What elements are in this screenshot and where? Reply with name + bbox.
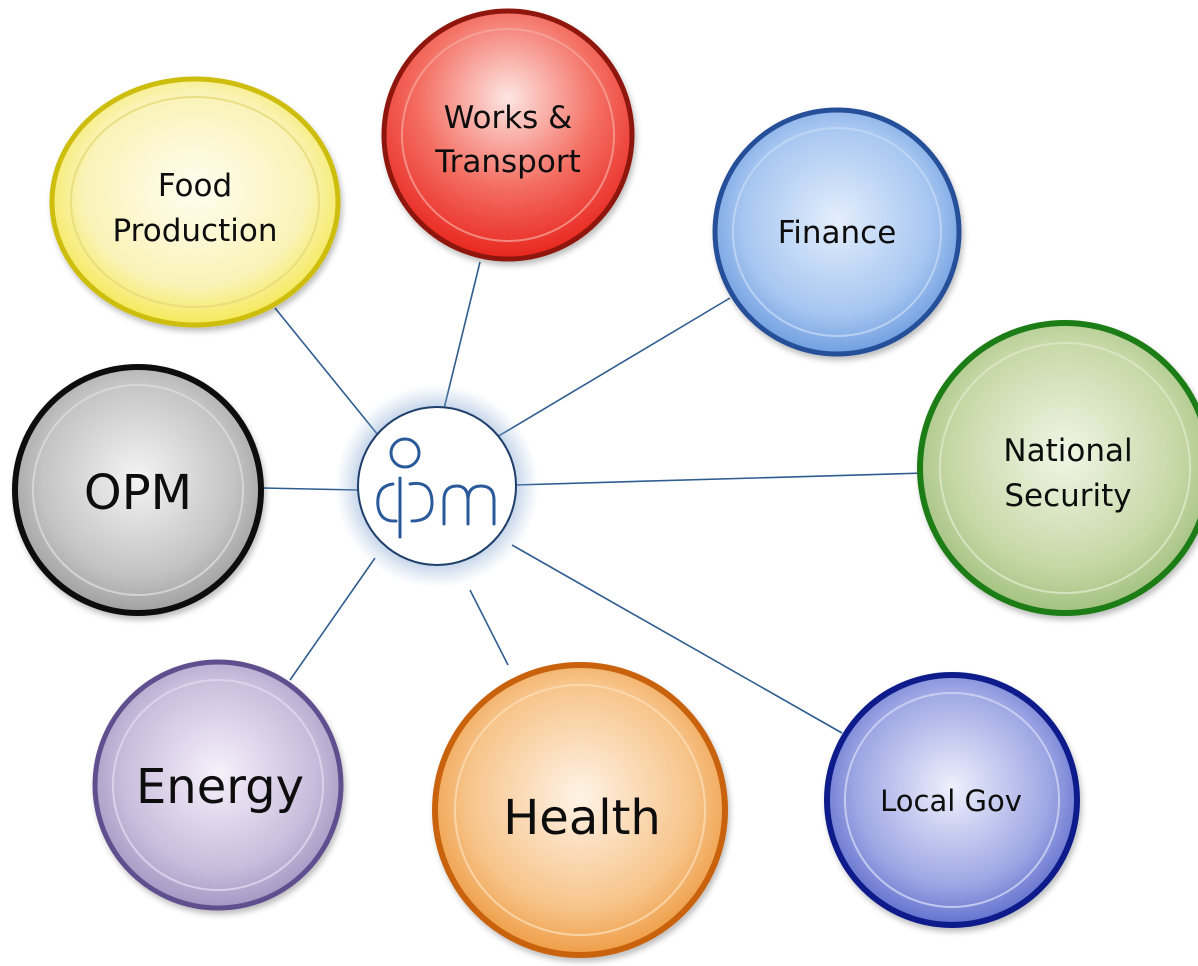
node-finance-circle bbox=[712, 107, 962, 357]
node-local-gov-label-1: Local Gov bbox=[880, 784, 1022, 818]
node-works-transport-inner-ring bbox=[401, 28, 615, 242]
node-local-gov-circle bbox=[824, 672, 1080, 928]
node-national-security: National Security bbox=[917, 320, 1198, 616]
hub bbox=[335, 384, 539, 588]
node-food-production-label-1: Food bbox=[158, 168, 232, 204]
node-national-security-label-2: Security bbox=[1004, 478, 1131, 514]
node-finance-label-1: Finance bbox=[778, 215, 897, 251]
node-food-production-inner-ring bbox=[70, 96, 320, 308]
node-finance: Finance bbox=[712, 107, 962, 357]
node-food-production: Food Production bbox=[49, 76, 341, 328]
opm-logo-icon bbox=[376, 437, 496, 539]
node-food-production-circle bbox=[49, 76, 341, 328]
node-opm: OPM bbox=[12, 364, 264, 616]
node-energy-inner-ring bbox=[112, 679, 324, 891]
node-works-transport-label-1: Works & bbox=[444, 100, 573, 136]
node-local-gov-inner-ring bbox=[844, 692, 1060, 908]
connector-health bbox=[469, 589, 509, 666]
node-opm-label-1: OPM bbox=[84, 465, 192, 521]
node-opm-circle bbox=[12, 364, 264, 616]
node-health-circle bbox=[432, 662, 728, 958]
connector-food-production bbox=[274, 307, 379, 436]
node-energy-circle bbox=[92, 659, 344, 911]
node-works-transport-circle bbox=[381, 8, 635, 262]
node-national-security-label-1: National bbox=[1003, 433, 1132, 469]
connector-national-security bbox=[514, 472, 926, 486]
node-works-transport-label-2: Transport bbox=[434, 144, 580, 180]
node-opm-inner-ring bbox=[32, 384, 244, 596]
hub-circle bbox=[357, 406, 517, 566]
node-health-inner-ring bbox=[454, 684, 706, 936]
connector-finance bbox=[491, 297, 731, 441]
connector-energy bbox=[289, 557, 376, 681]
node-finance-inner-ring bbox=[732, 127, 942, 337]
node-energy-label-1: Energy bbox=[136, 759, 304, 815]
node-food-production-label-2: Production bbox=[113, 213, 278, 249]
connector-local-gov bbox=[511, 544, 843, 734]
node-national-security-circle bbox=[917, 320, 1198, 616]
node-health: Health bbox=[432, 662, 728, 958]
node-local-gov: Local Gov bbox=[824, 672, 1080, 928]
node-works-transport: Works & Transport bbox=[381, 8, 635, 262]
node-national-security-inner-ring bbox=[939, 342, 1191, 594]
node-health-label-1: Health bbox=[503, 790, 661, 846]
connectors bbox=[261, 261, 926, 734]
node-energy: Energy bbox=[92, 659, 344, 911]
